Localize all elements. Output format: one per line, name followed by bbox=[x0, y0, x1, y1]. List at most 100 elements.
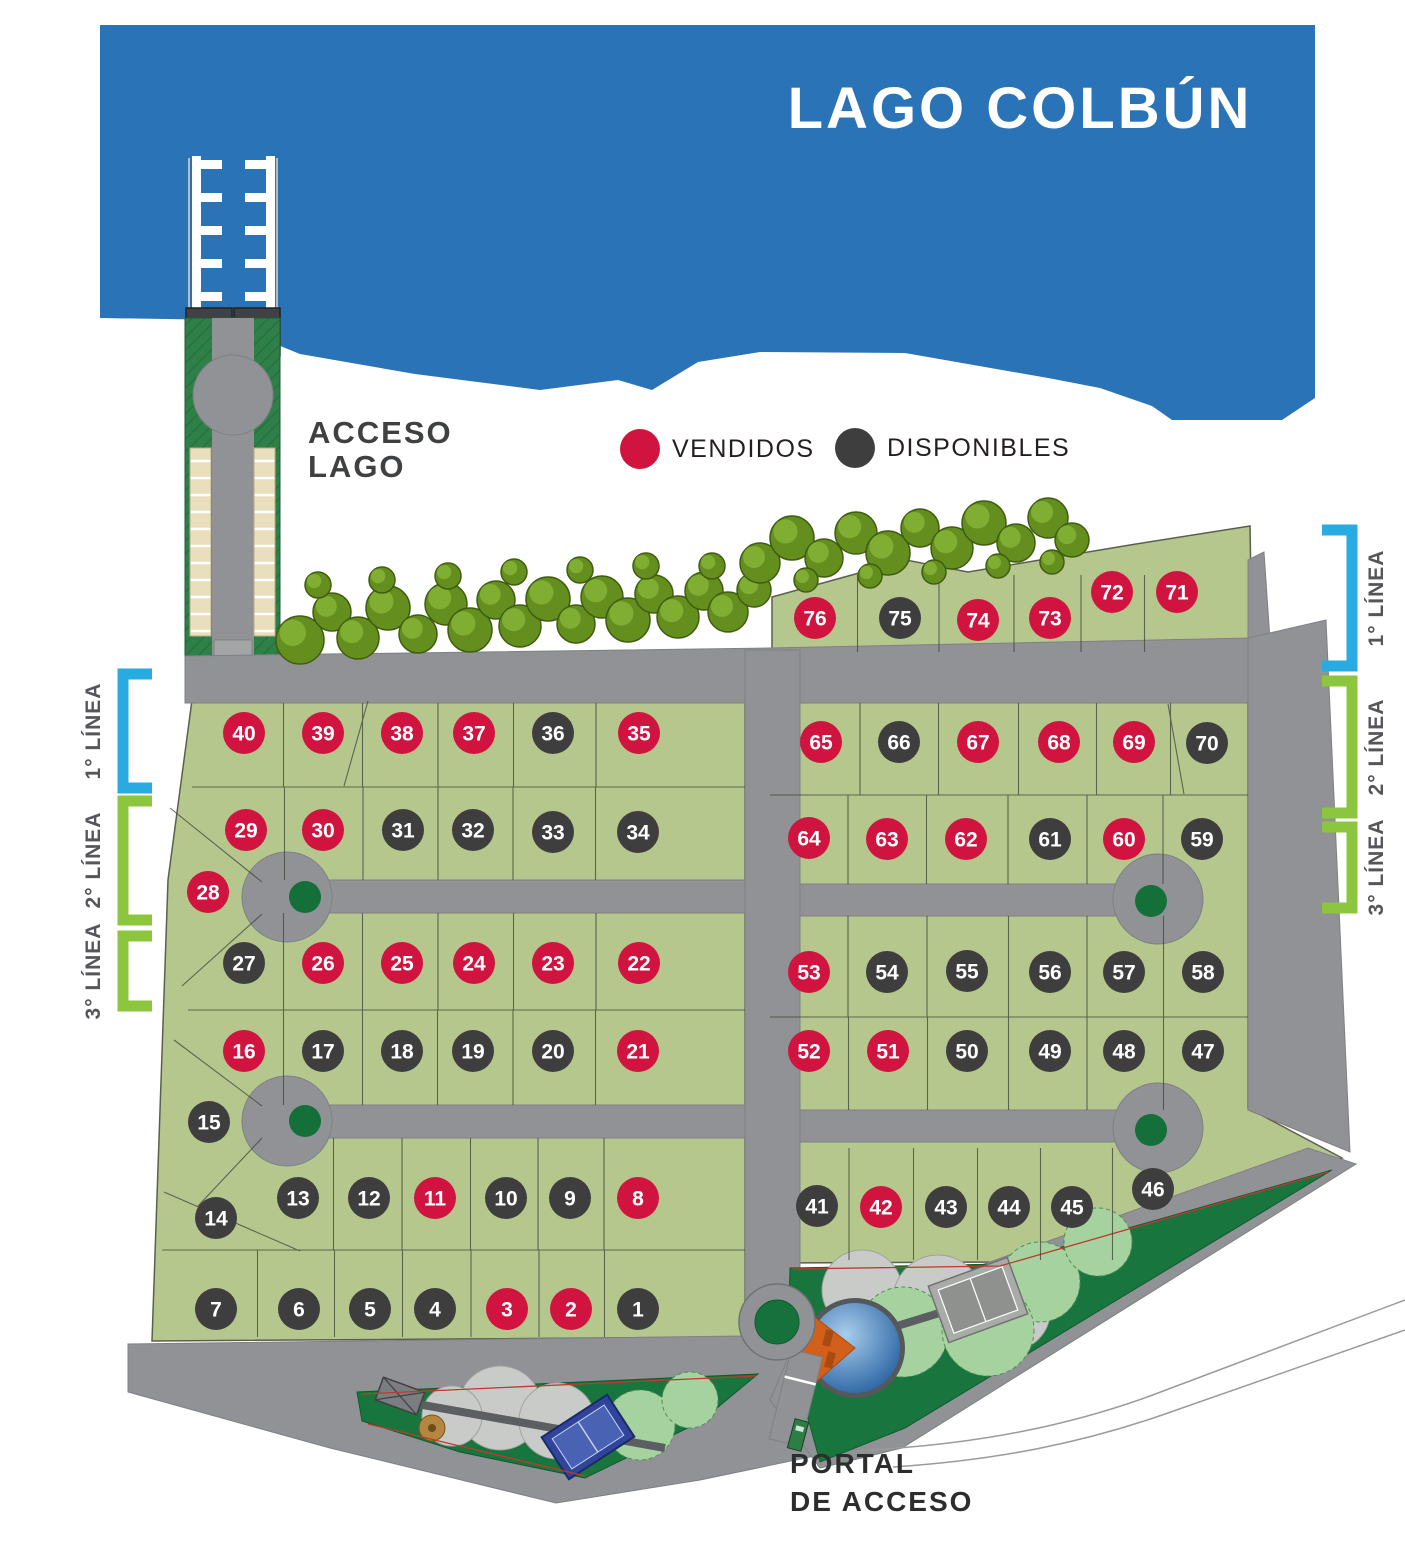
lot-marker-45[interactable]: 45 bbox=[1051, 1186, 1093, 1228]
lot-marker-66[interactable]: 66 bbox=[878, 721, 920, 763]
lot-marker-57[interactable]: 57 bbox=[1103, 951, 1145, 993]
svg-text:58: 58 bbox=[1191, 962, 1215, 985]
lot-marker-38[interactable]: 38 bbox=[381, 712, 423, 754]
bracket-right-linea2 bbox=[1322, 675, 1358, 819]
lot-marker-49[interactable]: 49 bbox=[1029, 1030, 1071, 1072]
svg-text:38: 38 bbox=[390, 723, 414, 746]
lot-marker-8[interactable]: 8 bbox=[617, 1177, 659, 1219]
lot-marker-15[interactable]: 15 bbox=[188, 1101, 230, 1143]
lot-marker-29[interactable]: 29 bbox=[225, 809, 267, 851]
lot-marker-2[interactable]: 2 bbox=[550, 1288, 592, 1330]
lot-marker-53[interactable]: 53 bbox=[788, 951, 830, 993]
lot-marker-22[interactable]: 22 bbox=[618, 942, 660, 984]
lot-marker-21[interactable]: 21 bbox=[617, 1030, 659, 1072]
lot-marker-60[interactable]: 60 bbox=[1103, 818, 1145, 860]
tree-icon bbox=[605, 597, 651, 643]
lot-marker-63[interactable]: 63 bbox=[866, 818, 908, 860]
lot-marker-23[interactable]: 23 bbox=[532, 942, 574, 984]
lot-marker-46[interactable]: 46 bbox=[1132, 1168, 1174, 1210]
lot-marker-39[interactable]: 39 bbox=[302, 712, 344, 754]
lot-marker-43[interactable]: 43 bbox=[925, 1186, 967, 1228]
lot-marker-68[interactable]: 68 bbox=[1038, 721, 1080, 763]
svg-text:29: 29 bbox=[234, 820, 257, 843]
lot-marker-48[interactable]: 48 bbox=[1103, 1030, 1145, 1072]
lot-marker-58[interactable]: 58 bbox=[1182, 951, 1224, 993]
lot-marker-28[interactable]: 28 bbox=[187, 871, 229, 913]
lot-marker-41[interactable]: 41 bbox=[796, 1185, 838, 1227]
lot-marker-14[interactable]: 14 bbox=[195, 1197, 237, 1239]
lot-marker-56[interactable]: 56 bbox=[1029, 951, 1071, 993]
portal-acceso-label: PORTAL DE ACCESO bbox=[790, 1448, 973, 1517]
lot-marker-19[interactable]: 19 bbox=[452, 1030, 494, 1072]
lot-marker-11[interactable]: 11 bbox=[414, 1177, 456, 1219]
legend-vendidos-swatch bbox=[620, 429, 660, 469]
lot-marker-51[interactable]: 51 bbox=[867, 1030, 909, 1072]
lot-marker-64[interactable]: 64 bbox=[788, 817, 830, 859]
dock-pier-right bbox=[266, 156, 275, 322]
lot-marker-13[interactable]: 13 bbox=[277, 1177, 319, 1219]
lot-marker-4[interactable]: 4 bbox=[414, 1288, 456, 1330]
road-right bbox=[1247, 619, 1351, 1153]
lot-marker-74[interactable]: 74 bbox=[957, 599, 999, 641]
lot-marker-55[interactable]: 55 bbox=[946, 950, 988, 992]
lot-marker-9[interactable]: 9 bbox=[549, 1177, 591, 1219]
tree-icon bbox=[476, 580, 516, 620]
line-brackets bbox=[117, 524, 1358, 1012]
lot-marker-31[interactable]: 31 bbox=[382, 809, 424, 851]
lot-marker-62[interactable]: 62 bbox=[945, 818, 987, 860]
lot-marker-44[interactable]: 44 bbox=[988, 1186, 1030, 1228]
lot-marker-47[interactable]: 47 bbox=[1182, 1030, 1224, 1072]
lot-marker-50[interactable]: 50 bbox=[946, 1030, 988, 1072]
lot-marker-67[interactable]: 67 bbox=[957, 721, 999, 763]
lot-marker-27[interactable]: 27 bbox=[223, 942, 265, 984]
lot-marker-7[interactable]: 7 bbox=[195, 1288, 237, 1330]
svg-text:61: 61 bbox=[1038, 829, 1062, 852]
lot-marker-70[interactable]: 70 bbox=[1186, 722, 1228, 764]
lot-marker-10[interactable]: 10 bbox=[485, 1177, 527, 1219]
tree-icon bbox=[921, 559, 947, 585]
lot-marker-5[interactable]: 5 bbox=[349, 1288, 391, 1330]
lot-marker-25[interactable]: 25 bbox=[381, 942, 423, 984]
lot-marker-33[interactable]: 33 bbox=[532, 811, 574, 853]
lot-marker-71[interactable]: 71 bbox=[1156, 571, 1198, 613]
lot-marker-30[interactable]: 30 bbox=[302, 809, 344, 851]
lot-marker-36[interactable]: 36 bbox=[532, 712, 574, 754]
lot-marker-69[interactable]: 69 bbox=[1113, 721, 1155, 763]
lot-marker-42[interactable]: 42 bbox=[860, 1186, 902, 1228]
lot-marker-72[interactable]: 72 bbox=[1091, 571, 1133, 613]
lot-marker-65[interactable]: 65 bbox=[800, 721, 842, 763]
entry-roundabout bbox=[738, 1283, 824, 1452]
lot-marker-20[interactable]: 20 bbox=[532, 1030, 574, 1072]
svg-text:34: 34 bbox=[626, 822, 650, 845]
svg-text:44: 44 bbox=[997, 1197, 1021, 1220]
lot-marker-24[interactable]: 24 bbox=[453, 942, 495, 984]
lot-marker-75[interactable]: 75 bbox=[879, 597, 921, 639]
svg-text:11: 11 bbox=[424, 1188, 447, 1211]
lot-marker-16[interactable]: 16 bbox=[223, 1030, 265, 1072]
lot-marker-12[interactable]: 12 bbox=[348, 1177, 390, 1219]
culdesac-roads bbox=[241, 851, 1204, 1174]
lot-marker-18[interactable]: 18 bbox=[381, 1030, 423, 1072]
lot-marker-52[interactable]: 52 bbox=[788, 1030, 830, 1072]
svg-text:18: 18 bbox=[390, 1041, 414, 1064]
lot-marker-73[interactable]: 73 bbox=[1029, 597, 1071, 639]
lot-marker-61[interactable]: 61 bbox=[1029, 818, 1071, 860]
lot-marker-54[interactable]: 54 bbox=[866, 951, 908, 993]
legend-disponibles-label: DISPONIBLES bbox=[887, 434, 1070, 462]
lot-marker-6[interactable]: 6 bbox=[278, 1288, 320, 1330]
lot-marker-40[interactable]: 40 bbox=[223, 712, 265, 754]
tree-icon bbox=[769, 515, 815, 561]
lot-marker-32[interactable]: 32 bbox=[452, 809, 494, 851]
lot-marker-34[interactable]: 34 bbox=[617, 811, 659, 853]
lot-marker-37[interactable]: 37 bbox=[453, 712, 495, 754]
tree-icon bbox=[857, 563, 883, 589]
lot-marker-35[interactable]: 35 bbox=[618, 712, 660, 754]
lot-marker-26[interactable]: 26 bbox=[302, 942, 344, 984]
svg-text:41: 41 bbox=[805, 1196, 829, 1219]
svg-text:DE ACCESO: DE ACCESO bbox=[790, 1486, 973, 1517]
lot-marker-76[interactable]: 76 bbox=[794, 597, 836, 639]
lot-marker-17[interactable]: 17 bbox=[302, 1030, 344, 1072]
lot-marker-3[interactable]: 3 bbox=[486, 1288, 528, 1330]
lot-marker-59[interactable]: 59 bbox=[1181, 818, 1223, 860]
lot-marker-1[interactable]: 1 bbox=[617, 1288, 659, 1330]
